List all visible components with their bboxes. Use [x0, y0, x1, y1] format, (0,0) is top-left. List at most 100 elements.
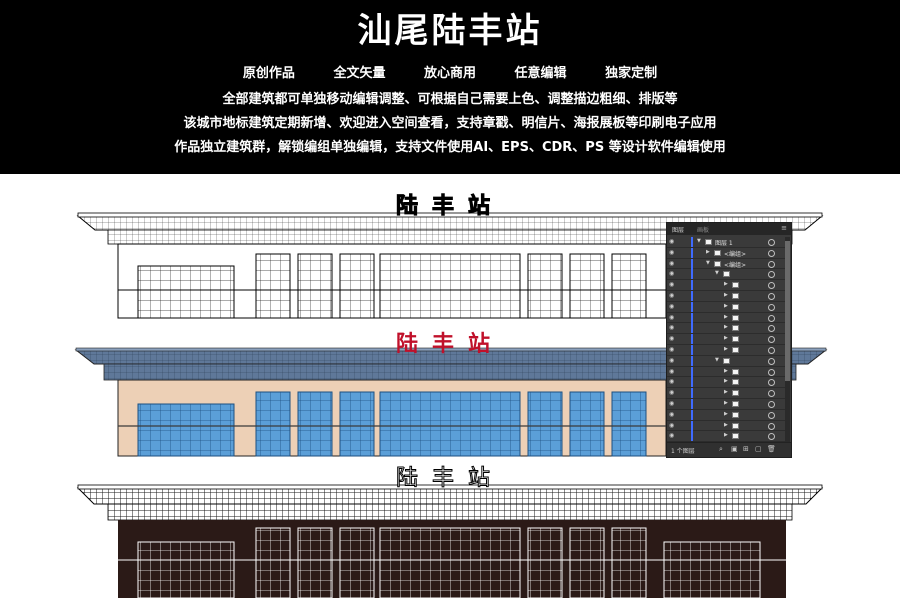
- layer-color-bar: [691, 312, 693, 323]
- visibility-eye-icon[interactable]: ◉: [669, 389, 675, 397]
- layer-thumbnail: [732, 433, 739, 440]
- layer-row[interactable]: ◉▶: [667, 290, 785, 302]
- visibility-eye-icon[interactable]: ◉: [669, 399, 675, 407]
- expand-triangle-icon[interactable]: ▶: [724, 313, 728, 320]
- layers-scrollbar-thumb[interactable]: [785, 241, 790, 381]
- expand-triangle-icon[interactable]: ▶: [724, 432, 728, 439]
- layer-row[interactable]: ◉▶: [667, 420, 785, 432]
- visibility-eye-icon[interactable]: ◉: [669, 421, 675, 429]
- clipping-mask-icon[interactable]: ▣: [731, 445, 738, 453]
- expand-triangle-icon[interactable]: ▶: [724, 410, 728, 417]
- layer-target-icon[interactable]: [768, 292, 775, 300]
- layer-target-icon[interactable]: [768, 249, 775, 257]
- panel-menu-icon[interactable]: ≡: [781, 224, 787, 232]
- layer-target-icon[interactable]: [768, 260, 775, 268]
- layer-row[interactable]: ◉▶: [667, 366, 785, 378]
- expand-triangle-icon[interactable]: ▶: [724, 291, 728, 298]
- layer-row[interactable]: ◉▶: [667, 377, 785, 389]
- visibility-eye-icon[interactable]: ◉: [669, 378, 675, 386]
- layer-target-icon[interactable]: [768, 422, 775, 430]
- new-sublayer-icon[interactable]: ⊞: [743, 445, 749, 453]
- layers-panel-tabs: 图层 画板 ≡: [667, 223, 791, 235]
- layer-thumbnail: [732, 325, 739, 332]
- layer-row[interactable]: ◉▶: [667, 388, 785, 399]
- layer-row[interactable]: ◉▶: [667, 334, 785, 345]
- layer-thumbnail: [723, 357, 730, 364]
- collapse-triangle-icon[interactable]: ▼: [715, 270, 719, 277]
- visibility-eye-icon[interactable]: ◉: [669, 238, 675, 245]
- layer-target-icon[interactable]: [768, 282, 775, 290]
- building-artwork: [74, 212, 828, 598]
- visibility-eye-icon[interactable]: ◉: [669, 410, 675, 418]
- layer-target-icon[interactable]: [768, 239, 775, 246]
- layer-row[interactable]: ◉▶: [667, 323, 785, 335]
- visibility-eye-icon[interactable]: ◉: [669, 281, 675, 289]
- layer-row[interactable]: ◉▶: [667, 398, 785, 410]
- layer-target-icon[interactable]: [768, 336, 775, 344]
- search-icon[interactable]: ⌕: [719, 445, 723, 453]
- visibility-eye-icon[interactable]: ◉: [669, 324, 675, 332]
- visibility-eye-icon[interactable]: ◉: [669, 270, 675, 278]
- expand-triangle-icon[interactable]: ▶: [724, 281, 728, 288]
- layer-target-icon[interactable]: [768, 357, 775, 365]
- visibility-eye-icon[interactable]: ◉: [669, 259, 675, 267]
- visibility-eye-icon[interactable]: ◉: [669, 302, 675, 310]
- layer-row[interactable]: ◉▶: [667, 280, 785, 291]
- visibility-eye-icon[interactable]: ◉: [669, 248, 675, 256]
- layer-row[interactable]: ◉▶: [667, 431, 785, 443]
- visibility-eye-icon[interactable]: ◉: [669, 345, 675, 353]
- tab-artboards[interactable]: 画板: [697, 227, 710, 234]
- layer-row[interactable]: ◉▶: [667, 409, 785, 421]
- expand-triangle-icon[interactable]: ▶: [724, 399, 728, 406]
- expand-triangle-icon[interactable]: ▶: [724, 335, 728, 342]
- layer-row[interactable]: ◉ ▼ 图层 1: [667, 237, 785, 248]
- layer-target-icon[interactable]: [768, 303, 775, 311]
- layer-row[interactable]: ◉▼: [667, 355, 785, 367]
- color-building-title: 陆丰站: [395, 332, 504, 357]
- layers-scrollbar[interactable]: [785, 237, 790, 443]
- expand-triangle-icon[interactable]: ▶: [724, 367, 728, 374]
- layer-target-icon[interactable]: [768, 379, 775, 387]
- collapse-triangle-icon[interactable]: ▼: [706, 259, 710, 266]
- visibility-eye-icon[interactable]: ◉: [669, 432, 675, 440]
- layer-target-icon[interactable]: [768, 314, 775, 322]
- layer-list[interactable]: ◉▼图层 1◉▶<编组>◉▼<编组>◉▼◉▶◉▶◉▶◉▶◉▶◉▶◉▶◉▼◉▶◉▶…: [667, 237, 785, 443]
- visibility-eye-icon[interactable]: ◉: [669, 367, 675, 375]
- layer-color-bar: [691, 334, 693, 345]
- expand-triangle-icon[interactable]: ▶: [724, 378, 728, 385]
- visibility-eye-icon[interactable]: ◉: [669, 291, 675, 299]
- layer-row[interactable]: ◉▶: [667, 312, 785, 324]
- expand-triangle-icon[interactable]: ▶: [724, 389, 728, 396]
- visibility-eye-icon[interactable]: ◉: [669, 356, 675, 364]
- layer-target-icon[interactable]: [768, 346, 775, 354]
- expand-triangle-icon[interactable]: ▶: [724, 324, 728, 331]
- layer-target-icon[interactable]: [768, 390, 775, 398]
- layer-target-icon[interactable]: [768, 368, 775, 376]
- collapse-triangle-icon[interactable]: ▼: [715, 356, 719, 363]
- layer-color-bar: [691, 355, 693, 366]
- expand-triangle-icon[interactable]: ▶: [724, 421, 728, 428]
- layer-color-bar: [691, 301, 693, 312]
- expand-triangle-icon[interactable]: ▶: [724, 345, 728, 352]
- collapse-triangle-icon[interactable]: ▼: [697, 238, 701, 244]
- trash-icon[interactable]: 🗑: [767, 445, 776, 453]
- layer-row[interactable]: ◉▶: [667, 344, 785, 356]
- layer-row[interactable]: ◉▼<编组>: [667, 258, 785, 270]
- layer-row[interactable]: ◉▼: [667, 269, 785, 281]
- layer-thumbnail: [732, 390, 739, 397]
- layer-row[interactable]: ◉▶: [667, 301, 785, 313]
- layers-panel[interactable]: 图层 画板 ≡ ◉▼图层 1◉▶<编组>◉▼<编组>◉▼◉▶◉▶◉▶◉▶◉▶◉▶…: [666, 222, 792, 458]
- expand-triangle-icon[interactable]: ▶: [724, 302, 728, 309]
- layer-target-icon[interactable]: [768, 271, 775, 279]
- expand-triangle-icon[interactable]: ▶: [706, 248, 710, 255]
- visibility-eye-icon[interactable]: ◉: [669, 335, 675, 343]
- visibility-eye-icon[interactable]: ◉: [669, 313, 675, 321]
- tab-layers[interactable]: 图层: [672, 227, 685, 234]
- layer-row[interactable]: ◉▶<编组>: [667, 247, 785, 259]
- new-layer-icon[interactable]: ▢: [755, 445, 762, 453]
- layer-target-icon[interactable]: [768, 400, 775, 408]
- layer-target-icon[interactable]: [768, 411, 775, 419]
- layer-target-icon[interactable]: [768, 325, 775, 333]
- layer-target-icon[interactable]: [768, 433, 775, 441]
- layer-name: 图层 1: [715, 240, 733, 247]
